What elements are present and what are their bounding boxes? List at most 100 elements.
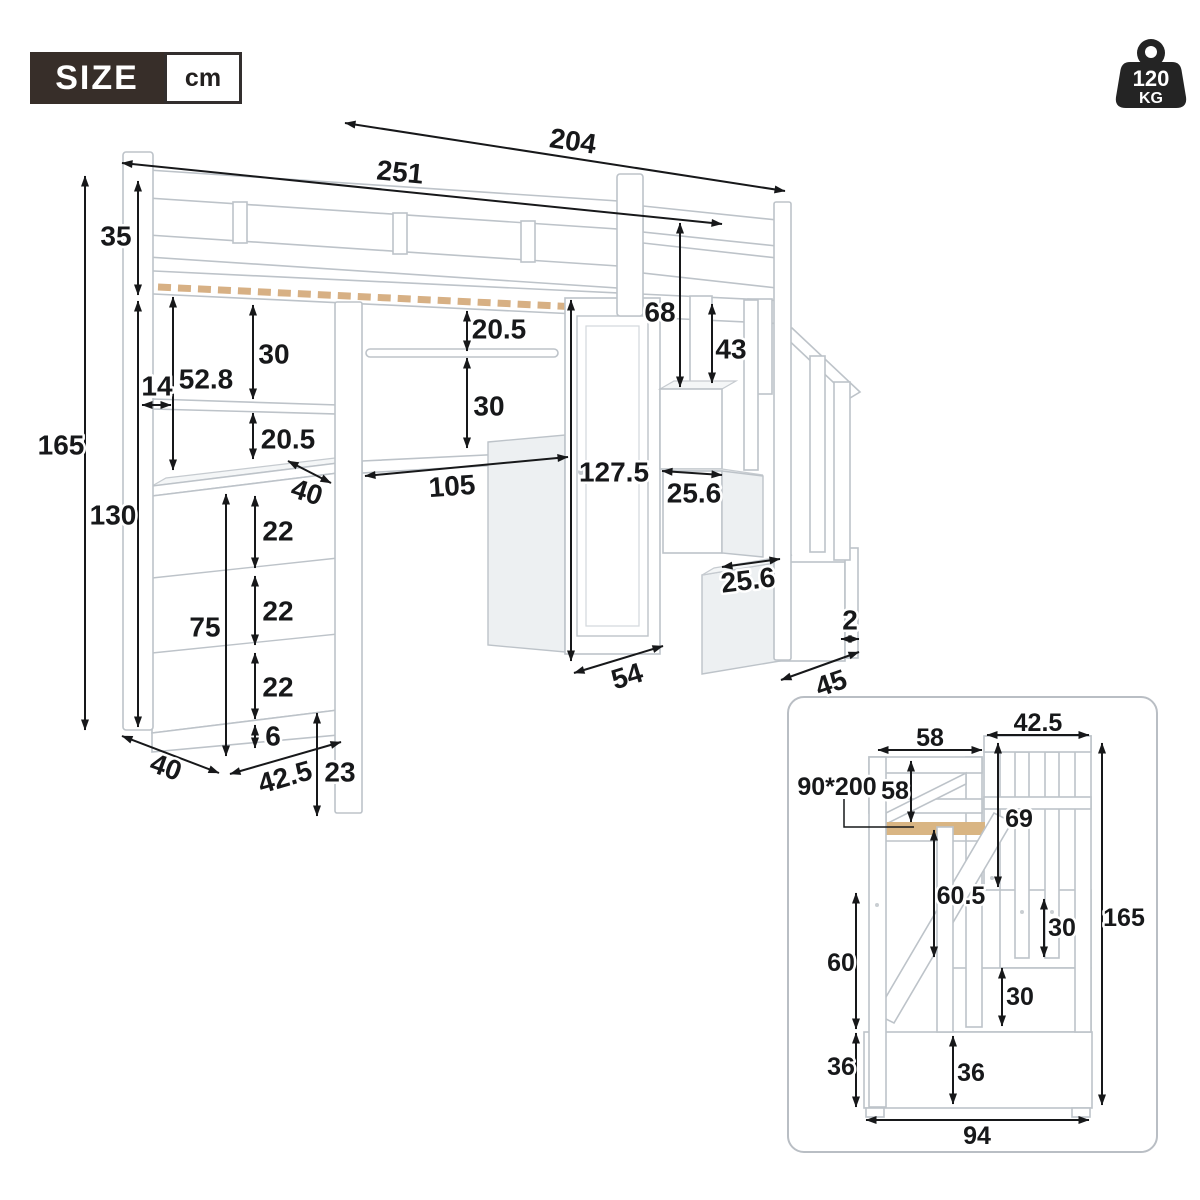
dimension-desk-width-105: 105 — [364, 453, 569, 506]
dimension-label: 30 — [1006, 983, 1034, 1011]
dimension-label: 42.5 — [255, 755, 316, 800]
weight-value: 120 — [1133, 66, 1170, 91]
dimension-guardrail-35: 35 — [98, 180, 142, 296]
dimension-step-rise-30-upper: 30 — [1040, 898, 1078, 958]
guardrail-baluster — [392, 212, 408, 255]
dimension-label: 54 — [608, 657, 647, 696]
dimension-label: 23 — [324, 757, 355, 788]
dimension-label: 52.8 — [179, 364, 234, 395]
dimension-label: 75 — [189, 612, 220, 643]
dimension-stair-rail-width-42.5: 42.5 — [986, 707, 1090, 740]
dimension-label: 25.6 — [667, 478, 722, 509]
dimension-step-depth-25.6-upper: 25.6 — [661, 467, 724, 511]
dimension-label: 30 — [473, 391, 504, 422]
dimension-label: 165 — [38, 430, 85, 461]
stair-gate-post — [616, 173, 644, 317]
leader-line — [843, 799, 914, 828]
inset-foot — [865, 1107, 885, 1118]
landing-rail-top — [642, 205, 778, 247]
dimension-mattress-size: 90*200 — [795, 771, 914, 828]
drawer-chest — [151, 455, 353, 753]
shelf-board — [152, 398, 339, 415]
weight-icon-body — [1115, 62, 1187, 108]
guardrail-baluster — [232, 201, 248, 244]
dimension-panel-thickness-2: 2 — [840, 602, 860, 643]
dimension-rod-gap-20.5: 20.5 — [463, 310, 529, 352]
clothes-rod — [365, 348, 559, 358]
dimension-shelf-section-52.8: 52.8 — [169, 296, 236, 471]
dimension-label: 60.5 — [937, 882, 986, 910]
dimension-total-length-251: 251 — [121, 152, 723, 227]
inset-left-post — [868, 756, 887, 1108]
dimension-label: 30 — [258, 339, 289, 370]
dimension-label: 90*200 — [797, 773, 876, 801]
dimension-label: 40 — [146, 747, 186, 787]
dimension-side-height-60: 60 — [825, 892, 860, 1030]
bed-slats — [157, 283, 601, 312]
dimension-stair-clearance-68: 68 — [642, 222, 684, 388]
dimension-base-height-36-left: 36 — [825, 1032, 860, 1108]
dimension-wardrobe-height-127.5: 127.5 — [567, 299, 652, 662]
size-label: SIZE — [55, 58, 139, 97]
dimension-rail-height-58: 58 — [879, 760, 915, 823]
dimension-step-depth-25.6-lower: 25.6 — [717, 556, 781, 601]
dimension-line — [661, 467, 723, 479]
dimension-shelf-gap-20.5: 20.5 — [249, 412, 318, 460]
dimension-line — [287, 460, 332, 484]
inset-middle-post — [936, 826, 954, 1033]
stair-railing — [743, 299, 862, 561]
dimension-line — [780, 651, 860, 681]
weight-unit: KG — [1139, 90, 1163, 107]
landing-baluster — [689, 295, 713, 393]
dimension-rail-height-69: 69 — [994, 742, 1035, 888]
dimension-label: 30 — [1048, 914, 1076, 942]
dimension-label: 20.5 — [261, 424, 316, 455]
dimension-label: 35 — [100, 221, 131, 252]
loft-bed-drawing — [122, 151, 862, 814]
dimension-label: 36 — [827, 1053, 855, 1081]
stair-storage-boxes — [657, 380, 859, 675]
dimension-label: 60 — [827, 949, 855, 977]
dimension-label: 69 — [1005, 805, 1033, 833]
dimension-line — [121, 735, 220, 774]
dimension-line — [573, 645, 664, 674]
dimension-base-height-36-middle: 36 — [949, 1035, 987, 1105]
staircase-detail-inset — [787, 696, 1158, 1153]
guardrail-baluster — [520, 220, 536, 263]
size-label-box: SIZE — [30, 52, 164, 104]
dimension-label: 58 — [916, 724, 944, 752]
dimension-total-height-165: 165 — [1098, 742, 1147, 1106]
dimension-line — [229, 741, 342, 775]
dimension-label: 251 — [375, 154, 424, 189]
dimension-label: 22 — [262, 516, 293, 547]
landing-rail-lower — [642, 242, 778, 289]
weight-capacity-badge: 120 KG — [1115, 39, 1187, 108]
dimension-drawer-22-middle: 22 — [251, 575, 296, 646]
dimension-label: 36 — [957, 1059, 985, 1087]
dimension-label: 94 — [963, 1122, 991, 1150]
dimension-drawer-22-top: 22 — [251, 495, 296, 569]
dimension-rod-gap-30: 30 — [463, 357, 507, 449]
dimension-label: 22 — [262, 596, 293, 627]
dimension-leg-height-23: 23 — [313, 712, 358, 817]
inset-bed-end — [868, 756, 985, 1028]
dimension-line — [364, 453, 569, 480]
dimension-label: 22 — [262, 672, 293, 703]
dimension-total-height-165: 165 — [35, 175, 89, 731]
dimension-line — [121, 160, 723, 227]
dimension-shelf-gap-30: 30 — [249, 304, 292, 400]
unit-label: cm — [184, 63, 222, 92]
dimension-label: 204 — [548, 122, 599, 160]
unit-box: cm — [164, 52, 242, 104]
dimension-step-rise-30-lower: 30 — [998, 967, 1036, 1027]
dimension-drawer-22-bottom: 22 — [251, 652, 296, 720]
dimension-label: 14 — [141, 371, 173, 402]
inset-screws — [875, 876, 1054, 914]
dimension-bed-end-width-58: 58 — [877, 722, 983, 755]
dimension-label: 165 — [1103, 904, 1145, 932]
dimension-label: 6 — [265, 721, 281, 752]
dimension-label: 68 — [644, 297, 675, 328]
dimension-rail-height-60.5: 60.5 — [930, 829, 988, 958]
